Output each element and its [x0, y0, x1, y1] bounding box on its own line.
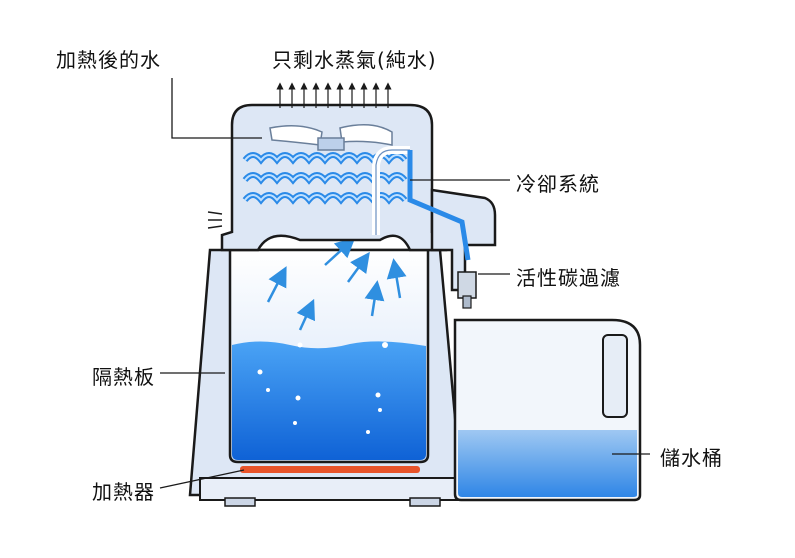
leader-heated-water — [171, 78, 262, 139]
label-heater: 加熱器 — [92, 480, 155, 504]
vent-arrows — [276, 82, 392, 108]
steam-arrows — [266, 237, 407, 331]
label-carbon-filter: 活性碳過濾 — [516, 266, 621, 290]
heater-element — [240, 466, 420, 473]
bucket-handle — [602, 334, 628, 418]
water-bubbles — [257, 342, 388, 434]
label-insulation-board: 隔熱板 — [92, 365, 155, 389]
distiller-foot-right — [409, 497, 441, 507]
side-vent — [207, 211, 223, 229]
leader-lines — [159, 78, 650, 489]
distiller-foot-left — [224, 497, 256, 507]
cooling-fan — [269, 124, 393, 151]
carbon-filter — [457, 271, 477, 299]
label-steam-only: 只剩水蒸氣(純水) — [272, 48, 437, 72]
label-cooling-system: 冷卻系統 — [516, 172, 600, 196]
distiller-base — [199, 477, 461, 501]
chamber-water — [232, 341, 426, 460]
leader-heater — [159, 469, 245, 489]
label-heated-water: 加熱後的水 — [56, 48, 161, 72]
condensate-pipe — [407, 150, 471, 261]
label-storage-bucket: 儲水桶 — [660, 446, 723, 470]
bucket-water — [458, 430, 637, 497]
